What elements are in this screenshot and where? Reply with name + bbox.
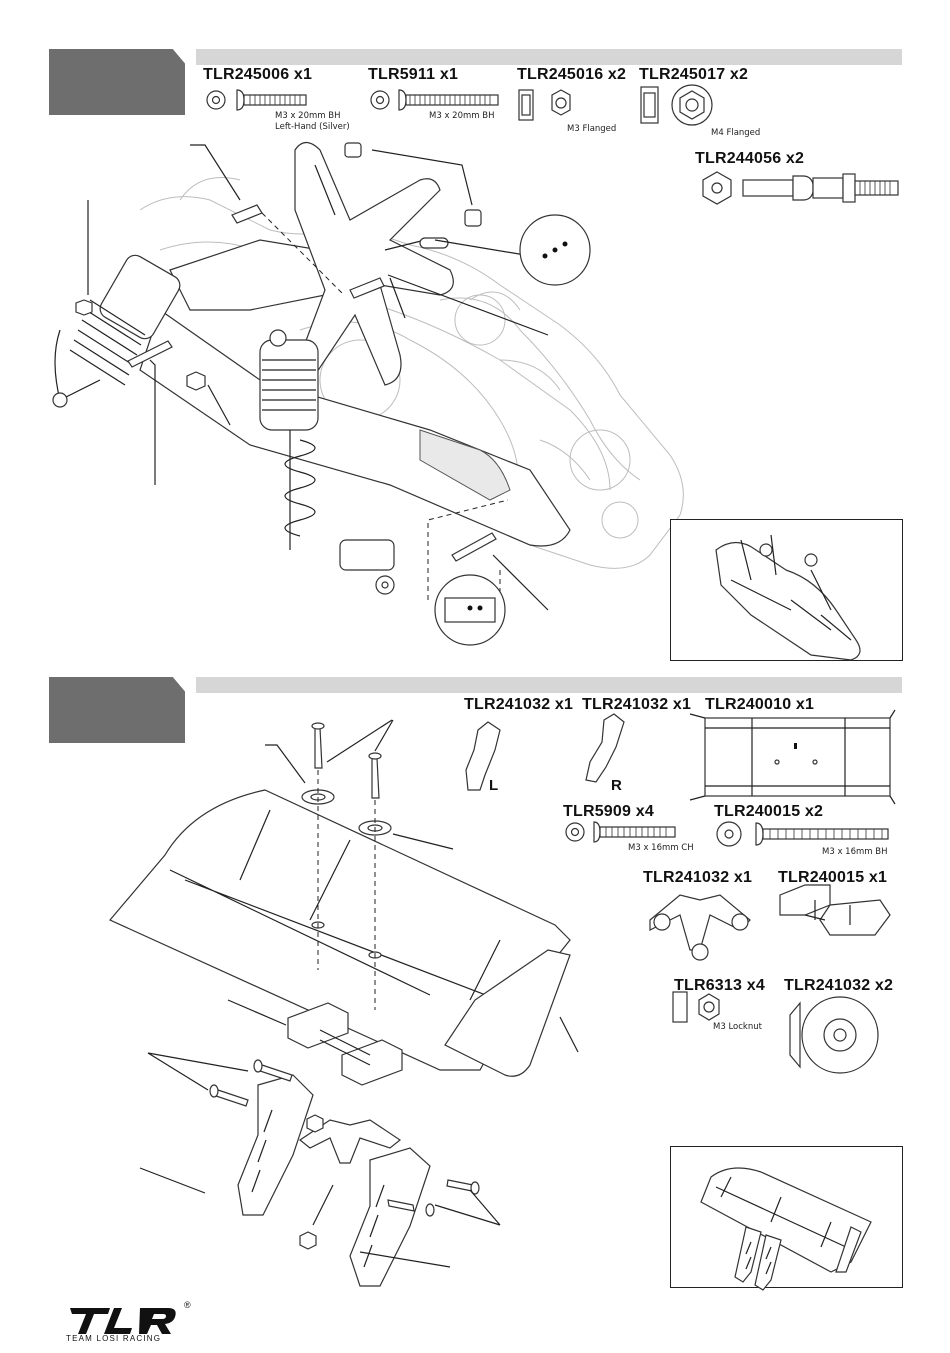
part-number: TLR240015 x1 [778, 869, 888, 886]
part-number: TLR240010 x1 [705, 696, 815, 713]
wing-parts-icons [465, 709, 896, 1074]
reference-view-box [670, 519, 903, 661]
step-number-tab [49, 49, 185, 115]
part-number: TLR241032 x1 [582, 696, 692, 713]
part-number: TLR241032 x1 [643, 869, 753, 886]
step-number-tab [49, 677, 185, 743]
part-spec: M3 x 20mm BH [275, 111, 341, 121]
part-number: TLR241032 x2 [784, 977, 894, 994]
tlr-registered-mark: ® [184, 1300, 191, 1310]
part-spec: Left-Hand (Silver) [275, 122, 350, 132]
part-spec: M3 x 16mm BH [822, 847, 888, 857]
part-number: TLR6313 x4 [674, 977, 765, 994]
part-number: TLR245017 x2 [639, 66, 749, 83]
part-spec: M3 x 20mm BH [429, 111, 495, 121]
part-number: TLR5909 x4 [563, 803, 654, 820]
part-number: TLR241032 x1 [464, 696, 574, 713]
part-number: TLR5911 x1 [368, 66, 459, 83]
tlr-tagline: TEAM LOSI RACING [66, 1334, 162, 1343]
part-number: TLR245016 x2 [517, 66, 627, 83]
right-side-label: R [611, 777, 622, 794]
part-spec: M3 Flanged [567, 124, 617, 134]
part-number: TLR245006 x1 [203, 66, 313, 83]
part-number: TLR244056 x2 [695, 150, 805, 167]
washer-bolt-icon [206, 84, 899, 205]
rear-suspension-assembly-drawing [52, 141, 684, 646]
reference-view-box [670, 1146, 903, 1291]
part-number: TLR240015 x2 [714, 803, 824, 820]
part-spec: M3 x 16mm CH [628, 843, 694, 853]
left-side-label: L [489, 777, 499, 794]
step-header-bar [196, 49, 902, 65]
tlr-logo: ® TEAM LOSI RACING [62, 1300, 192, 1344]
part-spec: M4 Flanged [711, 128, 761, 138]
step-header-bar [196, 677, 902, 693]
part-spec: M3 Locknut [713, 1022, 762, 1032]
